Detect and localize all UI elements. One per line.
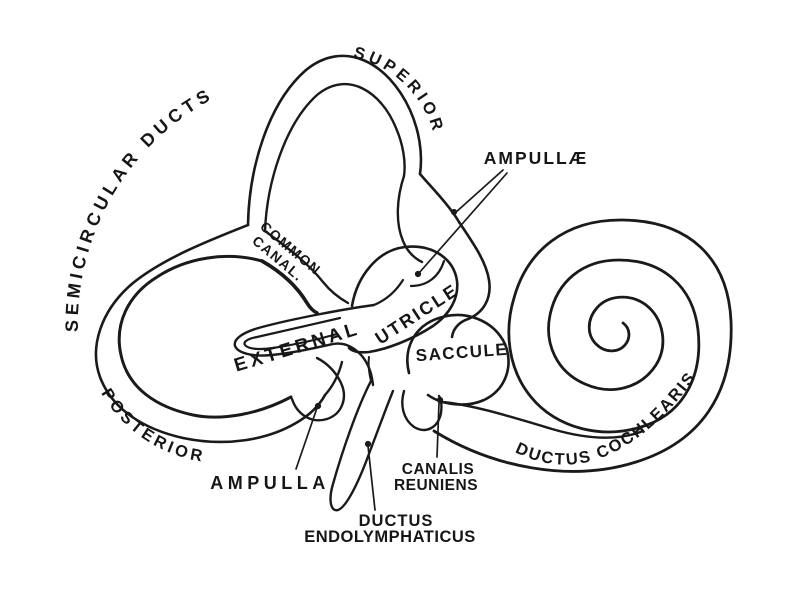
leader-lines (295, 169, 508, 511)
common-canal-right-wall (263, 229, 350, 305)
ductus-endolymphaticus-label-line2: ENDOLYMPHATICUS (304, 528, 476, 546)
external-duct-arm-line (372, 278, 405, 307)
ductus-endolymphaticus-label-line1: DUCTUS (359, 512, 434, 530)
external-ampulla-dot (414, 270, 422, 278)
saccule-label: SACCULE (415, 340, 509, 365)
ductus-endolymphaticus-dot (364, 440, 372, 448)
posterior-ampulla-dot (314, 402, 322, 410)
ampullae-label: AMPULLÆ (484, 148, 588, 168)
canalis-reuniens-dot (436, 396, 444, 404)
saccule-label-group: SACCULE (415, 340, 509, 365)
external-duct-outer-line (233, 303, 376, 387)
ductus-endolymphaticus-leader-line (367, 445, 376, 511)
canalis-reuniens-outline (401, 389, 443, 432)
semicircular-ducts-label: SEMICIRCULAR DUCTS (62, 84, 217, 332)
saccule-outline (406, 313, 510, 406)
superior-ampulla-dot (450, 208, 458, 216)
ampullae-leader-line-superior (454, 169, 504, 214)
utricle-label-group: UTRICLE (372, 280, 463, 349)
posterior-ampulla-outline (290, 356, 346, 422)
common-canal-left-wall (260, 259, 319, 315)
ductus-endolymphaticus-neck-line (367, 356, 372, 382)
utricle-interior-arc (409, 259, 446, 288)
cochlear-duct-spiral (432, 218, 733, 473)
ductus-cochlearis-label: DUCTUS COCHLEARIS (513, 368, 700, 469)
utricle-upper-outline (350, 245, 459, 328)
ampulla-label: AMPULLA (210, 473, 330, 493)
superior-ampulla-left-wall (396, 174, 424, 264)
ampulla-leader-line (295, 407, 318, 470)
posterior-duct-inner-line (117, 255, 293, 419)
canalis-reuniens-label-line2: REUNIENS (394, 477, 478, 494)
labyrinth-outlines (94, 54, 733, 512)
cochlear-entry-inner-wall (439, 400, 645, 439)
ductus-endolymphaticus-outline (329, 379, 395, 512)
canalis-reuniens-leader-line (436, 402, 440, 458)
superior-duct-outer-line (246, 54, 423, 227)
posterior-ampulla-neck-line (323, 360, 344, 397)
external-duct-inner-loop (243, 316, 342, 351)
posterior-duct-outer-line (94, 223, 327, 444)
ampullae-leader-line-external (418, 172, 508, 274)
superior-duct-inner-line (263, 83, 406, 233)
utricle-label: UTRICLE (372, 280, 463, 349)
superior-ampulla-right-wall (418, 172, 491, 339)
canalis-reuniens-label-line1: CANALIS (402, 461, 474, 478)
